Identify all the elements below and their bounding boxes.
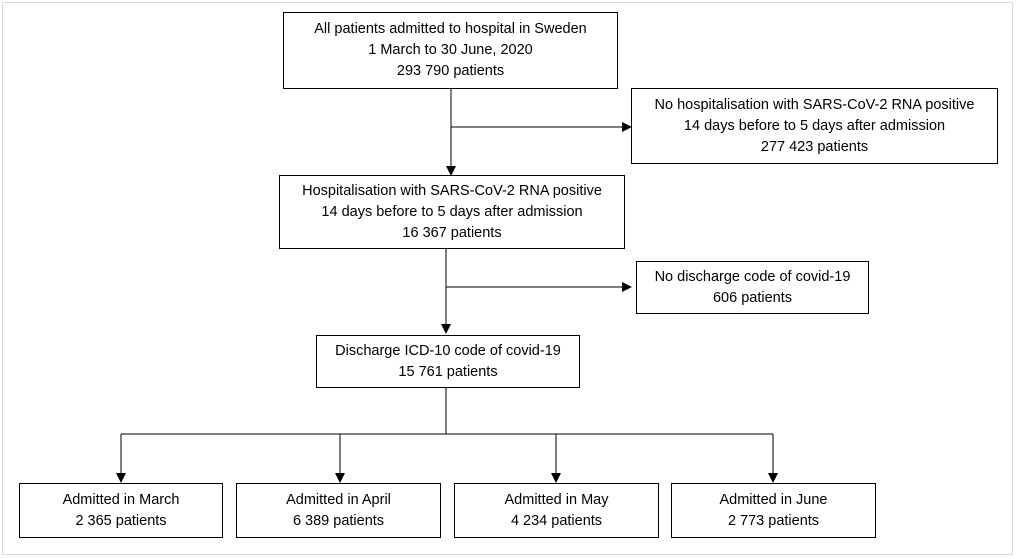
box-no-hospitalisation-line2: 14 days before to 5 days after admission [683,117,946,134]
box-admitted-june-line1: Admitted in June [719,491,828,508]
box-no-hospitalisation-line1: No hospitalisation with SARS-CoV-2 RNA p… [654,96,975,113]
box-admitted-april-line1: Admitted in April [286,491,391,508]
box-admitted-march-line2: 2 365 patients [75,512,167,529]
box-all-patients-line2: 1 March to 30 June, 2020 [368,42,533,58]
box-admitted-may-line2: 4 234 patients [510,512,603,529]
box-all-patients-line3: 293 790 patients [396,63,505,79]
box-admitted-june-line2: 2 773 patients [727,512,820,529]
box-admitted-april-line2: 6 389 patients [292,512,385,529]
box-all-patients: All patients admitted to hospital in Swe… [283,12,618,89]
box-admitted-april: Admitted in April 6 389 patients [236,483,441,538]
box-admitted-may: Admitted in May 4 234 patients [454,483,659,538]
box-hospitalisation-positive-line1: Hospitalisation with SARS-CoV-2 RNA posi… [302,182,602,199]
box-hospitalisation-positive-line2: 14 days before to 5 days after admission [321,203,583,220]
box-admitted-march-line1: Admitted in March [62,491,180,508]
box-no-discharge-code-line2: 606 patients [712,289,792,306]
box-discharge-code-line1: Discharge ICD-10 code of covid-19 [335,342,561,359]
box-admitted-june: Admitted in June 2 773 patients [671,483,876,538]
box-admitted-may-line1: Admitted in May [504,491,609,508]
box-hospitalisation-positive: Hospitalisation with SARS-CoV-2 RNA posi… [279,175,625,249]
box-no-hospitalisation-line3: 277 423 patients [760,138,869,155]
box-no-discharge-code: No discharge code of covid-19 606 patien… [636,261,869,314]
box-no-discharge-code-line1: No discharge code of covid-19 [654,268,851,285]
box-admitted-march: Admitted in March 2 365 patients [19,483,223,538]
box-hospitalisation-positive-line3: 16 367 patients [402,224,502,241]
box-discharge-code: Discharge ICD-10 code of covid-19 15 761… [316,335,580,388]
box-no-hospitalisation: No hospitalisation with SARS-CoV-2 RNA p… [631,88,998,164]
box-all-patients-line1: All patients admitted to hospital in Swe… [314,21,587,37]
box-discharge-code-line2: 15 761 patients [398,363,498,380]
